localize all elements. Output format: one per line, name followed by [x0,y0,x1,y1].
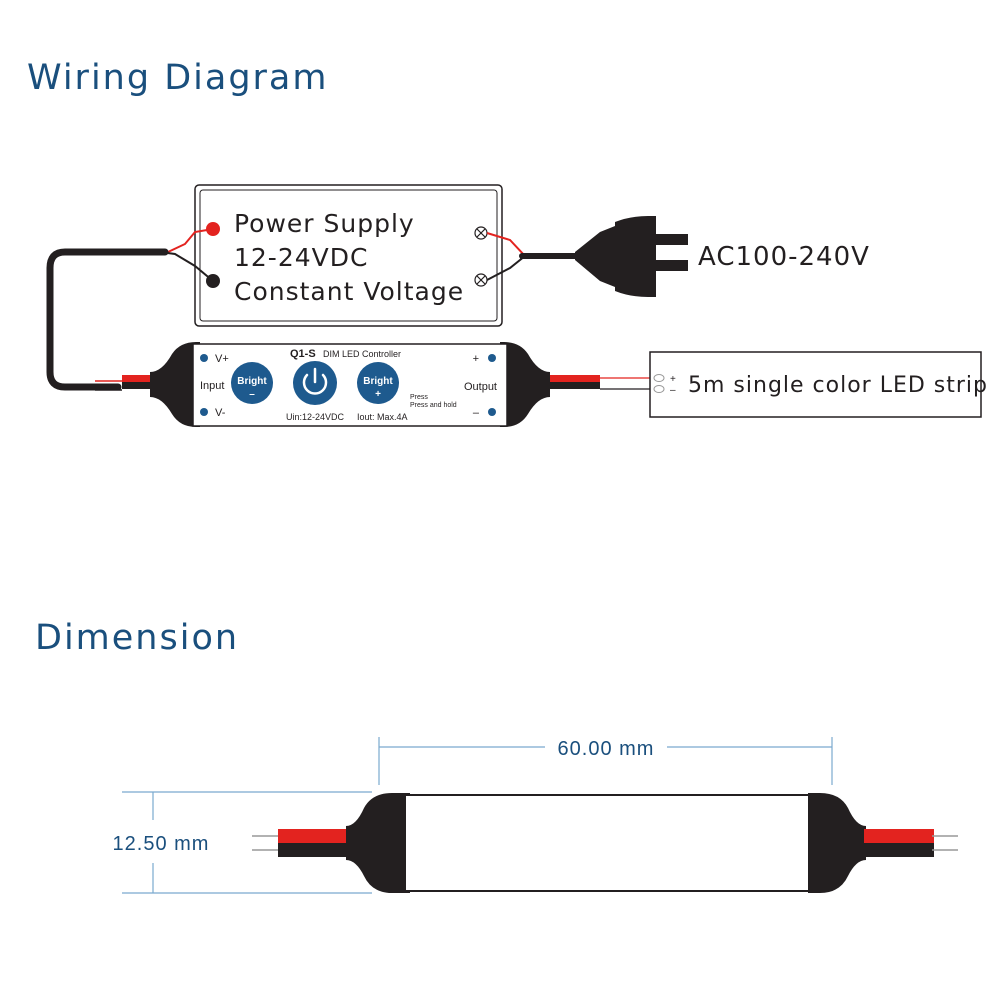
bright-minus-button[interactable]: Bright – [231,362,273,404]
controller-model: Q1-S [290,348,316,360]
input-voltage-spec: Uin:12-24VDC [286,412,345,422]
vplus-dot [200,354,208,362]
ac-input-label: AC100-240V [698,242,870,272]
output-current-spec: Iout: Max.4A [357,412,408,422]
vplus-label: V+ [215,353,229,365]
ac-terminal-top [474,226,488,240]
press-hold-note: Press and hold [410,402,457,409]
height-dimension: 12.50 mm [113,833,210,855]
length-dimension: 60.00 mm [558,738,655,760]
bright-plus-button[interactable]: Bright + [357,362,399,404]
dim-led-controller: Q1-S DIM LED Controller V+ Input V- Brig… [150,342,550,427]
ac-terminal-bottom [474,273,488,287]
output-plus-label: + [473,353,479,365]
bright-minus-label: Bright [237,376,267,387]
led-strip-label: 5m single color LED strip [688,373,988,398]
strip-minus-label: – [670,385,676,396]
power-icon [302,367,328,395]
power-supply-type: Constant Voltage [234,277,464,306]
dimension-title: Dimension [35,618,240,658]
power-supply-voltage: 12-24VDC [234,243,368,272]
output-plus-dot [488,354,496,362]
vminus-dot [200,408,208,416]
strip-plus-label: + [670,374,676,385]
output-wires [550,375,654,390]
bright-plus-sign: + [375,389,381,400]
wiring-diagram-title: Wiring Diagram [27,58,329,98]
press-note: Press [410,394,428,401]
led-strip-box: + – 5m single color LED strip [649,351,988,418]
ac-wires [486,232,578,281]
dimension-drawing: 60.00 mm 12.50 mm [113,737,958,894]
output-minus-dot [488,408,496,416]
bright-minus-sign: – [249,389,255,400]
power-supply-label: Power Supply [234,209,415,238]
plug-icon [575,216,688,297]
power-button[interactable] [293,361,337,405]
output-label: Output [464,381,497,393]
controller-name: DIM LED Controller [323,349,401,359]
power-supply: Power Supply 12-24VDC Constant Voltage [194,184,503,327]
dc-wires [46,228,214,391]
vminus-label: V- [215,407,226,419]
bright-plus-label: Bright [363,376,393,387]
output-minus-label: – [473,407,480,419]
input-label: Input [200,380,224,392]
